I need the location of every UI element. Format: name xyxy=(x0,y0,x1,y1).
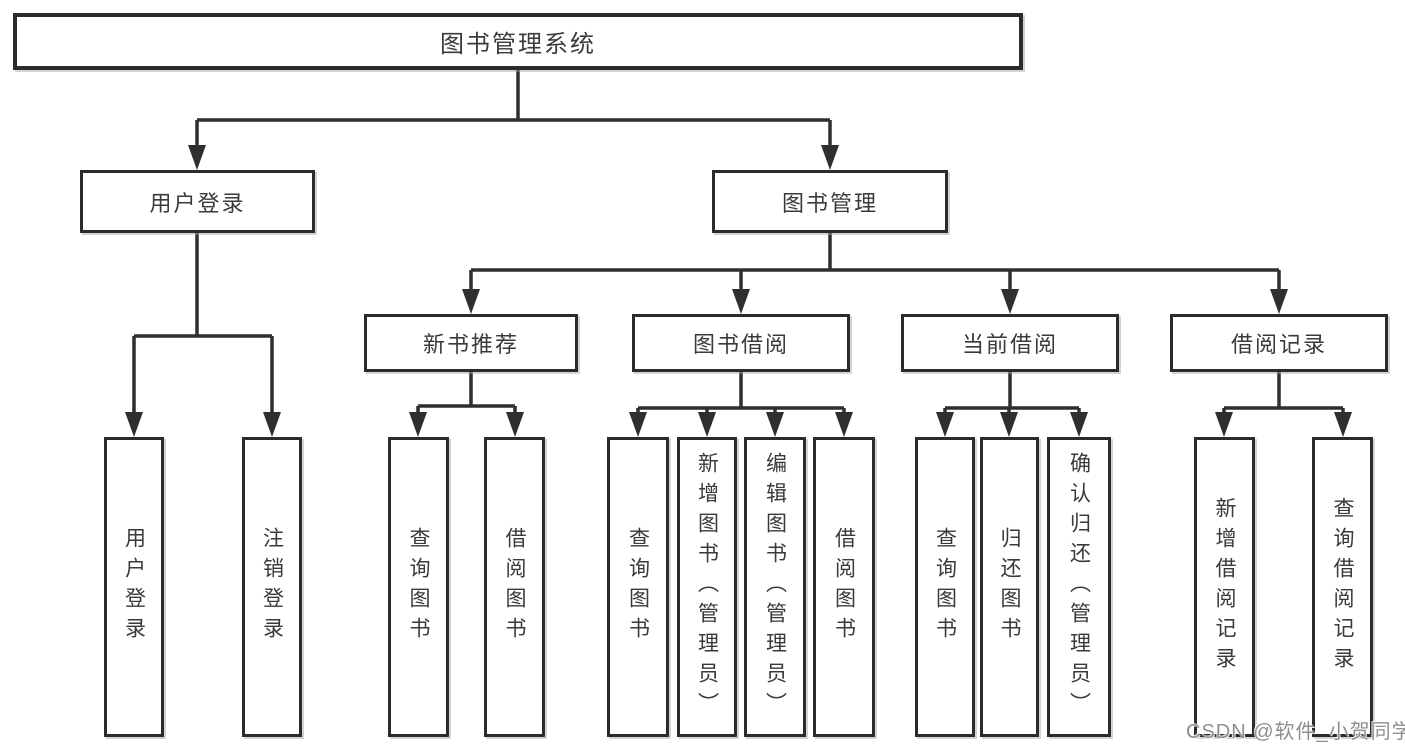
leaf-label: 借阅图书 xyxy=(503,527,527,647)
node-borrowing-records: 借阅记录 xyxy=(1170,314,1388,372)
leaf-login-user-login: 用户登录 xyxy=(104,437,164,737)
leaf-label: 新增图书（管理员） xyxy=(695,452,719,722)
node-library-management-system: 图书管理系统 xyxy=(13,13,1023,70)
leaf-recommend-borrow-books: 借阅图书 xyxy=(484,437,545,737)
node-label: 用户登录 xyxy=(149,190,246,216)
node-label: 借阅记录 xyxy=(1230,332,1327,357)
leaf-label: 归还图书 xyxy=(998,527,1022,647)
leaf-label: 用户登录 xyxy=(122,527,146,647)
node-label: 新书推荐 xyxy=(422,332,519,357)
leaf-borrowing-borrow-books: 借阅图书 xyxy=(813,437,875,737)
node-label: 图书管理 xyxy=(781,190,878,216)
node-user-login: 用户登录 xyxy=(80,170,315,233)
leaf-recommend-query-books: 查询图书 xyxy=(388,437,449,737)
node-label: 图书借阅 xyxy=(692,332,789,357)
leaf-label: 查询图书 xyxy=(407,527,431,647)
leaf-borrowing-edit-books-admin: 编辑图书（管理员） xyxy=(744,437,806,737)
leaf-label: 新增借阅记录 xyxy=(1213,497,1237,677)
csdn-watermark: CSDN @软件_小贺同学 xyxy=(1186,721,1405,743)
leaf-borrowing-add-books-admin: 新增图书（管理员） xyxy=(677,437,737,737)
leaf-records-add-borrow-record: 新增借阅记录 xyxy=(1194,437,1255,737)
leaf-label: 注销登录 xyxy=(260,527,284,647)
leaf-label: 借阅图书 xyxy=(832,527,856,647)
leaf-login-logout: 注销登录 xyxy=(242,437,302,737)
leaf-label: 查询图书 xyxy=(933,527,957,647)
node-new-book-recommendation: 新书推荐 xyxy=(364,314,578,372)
node-label: 图书管理系统 xyxy=(440,31,596,58)
node-label: 当前借阅 xyxy=(961,332,1058,357)
leaf-label: 确认归还（管理员） xyxy=(1067,452,1091,722)
node-current-borrowing: 当前借阅 xyxy=(901,314,1119,372)
arrowheads xyxy=(125,145,1352,437)
leaf-borrowing-query-books: 查询图书 xyxy=(607,437,669,737)
leaf-label: 编辑图书（管理员） xyxy=(763,452,787,722)
leaf-current-confirm-return-admin: 确认归还（管理员） xyxy=(1047,437,1111,737)
leaf-current-return-books: 归还图书 xyxy=(980,437,1039,737)
node-book-borrowing: 图书借阅 xyxy=(632,314,850,372)
node-book-management: 图书管理 xyxy=(712,170,948,233)
leaf-current-query-books: 查询图书 xyxy=(915,437,975,737)
leaf-records-query-borrow-record: 查询借阅记录 xyxy=(1312,437,1373,737)
leaf-label: 查询图书 xyxy=(626,527,650,647)
leaf-label: 查询借阅记录 xyxy=(1331,497,1355,677)
